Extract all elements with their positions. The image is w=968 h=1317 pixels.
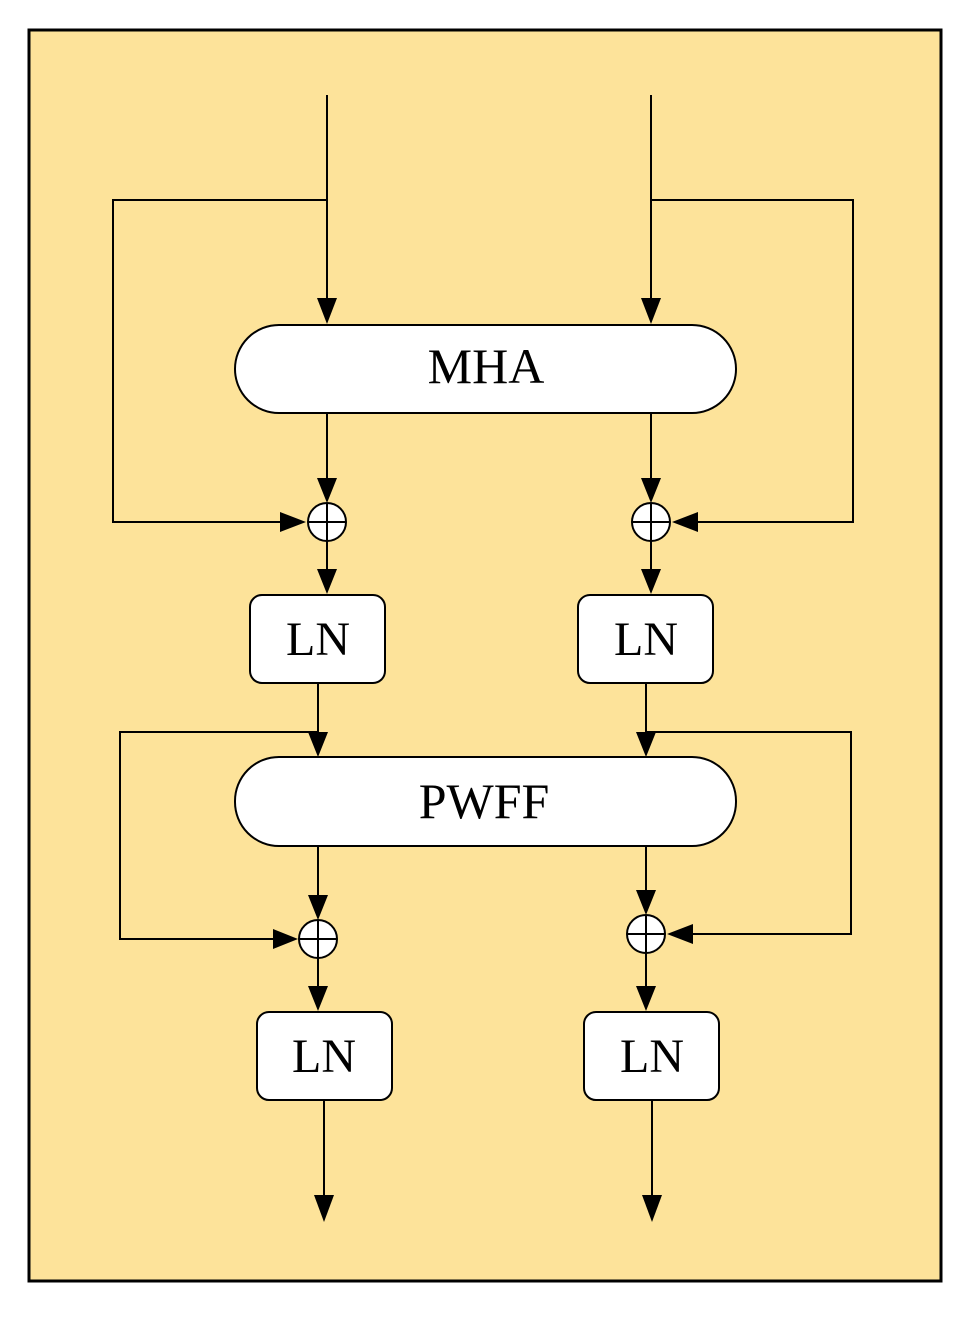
ln-top-left-label: LN — [286, 613, 350, 666]
pwff-box — [234, 756, 737, 847]
adder-top-left — [307, 502, 347, 542]
mha-box — [234, 324, 737, 414]
left-output-arrowhead — [314, 1195, 334, 1222]
right-output-arrowhead — [642, 1195, 662, 1222]
ln-top-right-box — [577, 594, 714, 684]
ln-top-right: LN — [577, 594, 714, 684]
right-input-arrowhead — [641, 298, 661, 324]
ln-top-left: LN — [249, 594, 386, 684]
mha-to-right-adder-arrowhead — [641, 478, 661, 503]
left-residual-mha-arrowhead — [280, 512, 306, 532]
adder-top-right — [631, 502, 671, 542]
right-residual-pwff-arrowhead — [667, 924, 693, 944]
pwff-block: PWFF — [234, 756, 737, 847]
ln-right-to-pwff-arrowhead — [636, 732, 656, 757]
ln-bottom-right-box — [583, 1011, 720, 1101]
pwff-to-right-adder-arrowhead — [636, 890, 656, 915]
adder-bottom-left — [298, 919, 338, 959]
left-adder-to-ln-arrowhead — [317, 569, 337, 594]
mha-label: MHA — [428, 338, 545, 394]
right-adder-to-ln-arrowhead — [641, 569, 661, 594]
panel-background — [27, 28, 943, 1283]
left-residual-pwff-arrowhead — [273, 929, 298, 949]
left-adder2-to-ln-arrowhead — [308, 986, 328, 1011]
left-input-arrowhead — [317, 298, 337, 324]
left-residual-pwff — [119, 731, 318, 940]
adder-bottom-right — [626, 914, 666, 954]
left-residual-mha — [112, 199, 327, 523]
ln-bottom-left: LN — [256, 1011, 393, 1101]
ln-bottom-right-label: LN — [620, 1030, 684, 1083]
mha-to-left-adder-arrowhead — [317, 478, 337, 503]
ln-bottom-right: LN — [583, 1011, 720, 1101]
right-residual-mha-arrowhead — [672, 512, 698, 532]
ln-top-right-label: LN — [614, 613, 678, 666]
ln-bottom-left-label: LN — [292, 1030, 356, 1083]
ln-left-to-pwff-arrowhead — [308, 732, 328, 757]
right-residual-pwff — [646, 731, 852, 935]
ln-top-left-box — [249, 594, 386, 684]
pwff-label: PWFF — [419, 773, 550, 829]
right-adder2-to-ln-arrowhead — [636, 986, 656, 1011]
pwff-to-left-adder-arrowhead — [308, 895, 328, 920]
ln-bottom-left-box — [256, 1011, 393, 1101]
right-residual-mha — [651, 199, 854, 523]
mha-block: MHA — [234, 324, 737, 414]
